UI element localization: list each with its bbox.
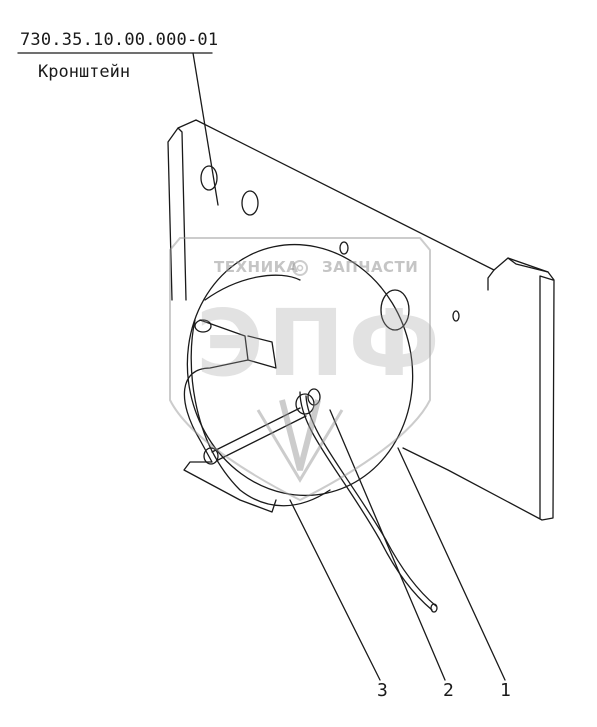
plate-hole: [241, 190, 259, 216]
leader-1: [397, 447, 506, 681]
callout-2: 2: [443, 680, 454, 701]
plate-hole: [339, 241, 349, 255]
retaining-wire: [299, 391, 437, 611]
bracket-plate: [167, 119, 555, 521]
bolt-head: [194, 319, 212, 333]
callout-3: 3: [377, 680, 388, 701]
part-name: Кронштейн: [38, 62, 131, 82]
plate-hole: [200, 165, 218, 191]
plate-hole: [380, 289, 410, 331]
nut: [203, 447, 219, 465]
part-number: 730.35.10.00.000-01: [20, 30, 219, 50]
watermark-emblem: [169, 237, 431, 502]
leader-3: [289, 499, 381, 681]
clamp-strap: [183, 319, 277, 513]
clamp-ring-face: [190, 319, 331, 507]
clamp-ring-outer: [186, 243, 414, 497]
watermark-right-text: ЗАПЧАСТИ: [322, 258, 419, 276]
leader-2: [329, 409, 446, 681]
callout-1: 1: [500, 680, 511, 701]
title-leader: [192, 52, 219, 206]
watermark-left-text: ТЕХНИКА: [214, 258, 299, 276]
gear-icon: [292, 260, 308, 276]
plate-hole: [452, 310, 460, 322]
watermark-main-text: ЭПФ: [196, 290, 444, 397]
